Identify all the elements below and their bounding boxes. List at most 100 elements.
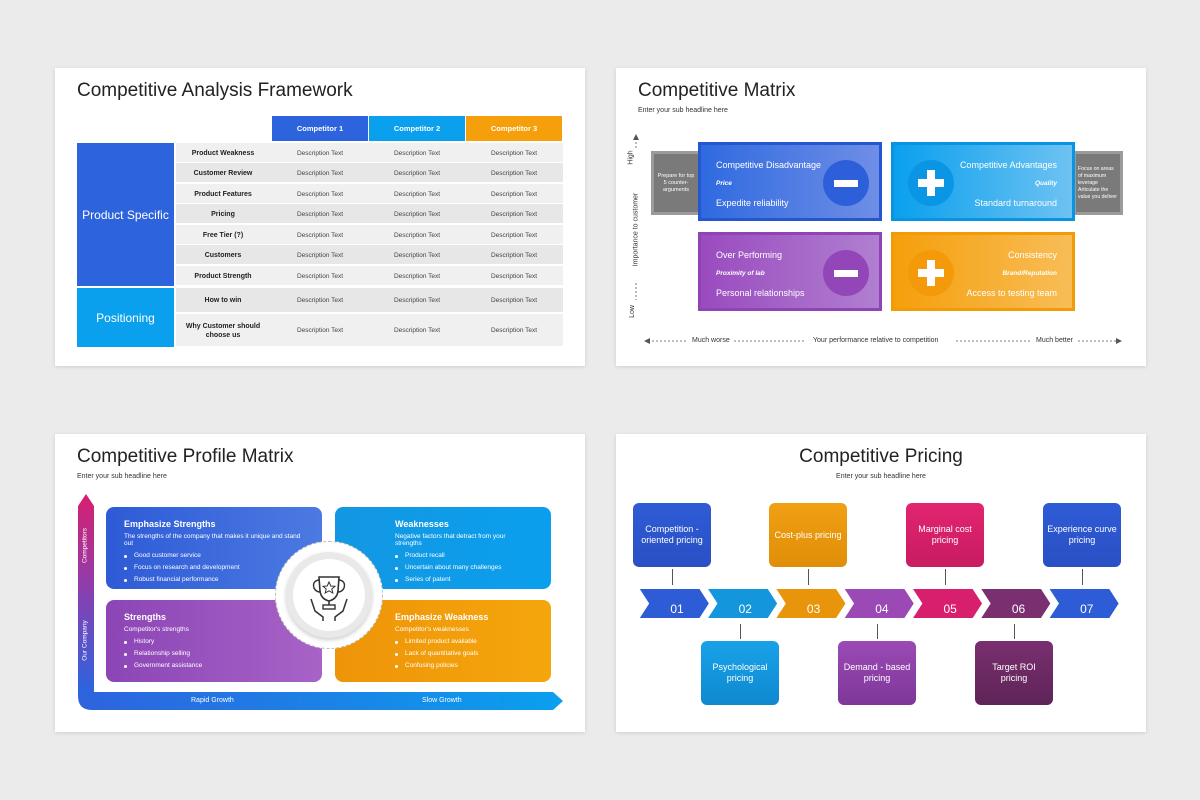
slide-title: Competitive Matrix <box>638 80 796 101</box>
slide-subtitle: Enter your sub headline here <box>77 473 167 480</box>
quadrant-title: Competitive Advantages <box>959 160 1057 170</box>
chevron-step <box>772 587 848 620</box>
row-label: Product Strength <box>194 272 252 280</box>
table-row <box>176 204 563 223</box>
step-number: 05 <box>943 602 957 616</box>
quadrant-title: Over Performing <box>716 250 783 260</box>
connector <box>945 569 946 585</box>
table-cell: Description Text <box>296 231 344 239</box>
table-cell: Description Text <box>296 327 344 334</box>
box-marginal-cost-pricing: Marginal cost pricing <box>906 503 984 567</box>
box-cost-plus-pricing: Cost-plus pricing <box>769 503 847 567</box>
quadrant-description: The strengths of the company that makes … <box>124 533 301 547</box>
table-cell: Description Text <box>393 169 441 177</box>
slide-title: Competitive Profile Matrix <box>77 446 294 467</box>
list-item: Series of patent <box>395 574 533 586</box>
quadrant-tag: Quality <box>1034 180 1057 187</box>
table-row <box>176 245 563 264</box>
chevron-step <box>977 587 1053 620</box>
quadrant-text: Personal relationships <box>716 288 805 298</box>
chevron-step <box>841 587 917 620</box>
left-note: Prepare for top 5 counter-arguments <box>651 151 701 215</box>
quadrant-competitive-advantages: Competitive Advantages Quality Standard … <box>891 142 1075 221</box>
table-cell: Description Text <box>296 210 344 218</box>
slide-competitive-analysis-framework[interactable]: Competitive Analysis Framework Competito… <box>55 68 585 366</box>
slide-competitive-profile-matrix[interactable]: Competitive Profile Matrix Enter your su… <box>55 434 585 732</box>
table-cell: Description Text <box>490 169 538 177</box>
list-item: Robust financial performance <box>124 574 304 586</box>
list-item: Uncertain about many challenges <box>395 562 533 574</box>
row-label: Pricing <box>211 210 235 218</box>
chevron-step <box>704 587 780 620</box>
list-item: Limited product available <box>395 636 533 648</box>
quadrant-consistency: Consistency Brand/Reputation Access to t… <box>891 232 1075 311</box>
list-item: Focus on research and development <box>124 562 304 574</box>
chevron-step <box>909 587 985 620</box>
group-product-specific: Product Specific <box>77 143 174 286</box>
list-item: History <box>124 636 304 648</box>
quadrant-tag: Brand/Reputation <box>1002 270 1057 277</box>
list-item: Good customer service <box>124 550 304 562</box>
quadrant-over-performing: Over Performing Proximity of lab Persona… <box>698 232 882 311</box>
table-cell: Description Text <box>393 251 441 259</box>
axis-rapid-growth: Rapid Growth <box>191 697 234 704</box>
quadrant-text: Expedite reliability <box>716 198 789 208</box>
slide-competitive-matrix[interactable]: Competitive Matrix Enter your sub headli… <box>616 68 1146 366</box>
row-label: How to win <box>204 297 242 304</box>
table-cell: Description Text <box>490 190 538 198</box>
x-axis-label: Your performance relative to competition <box>813 337 939 344</box>
table-cell: Description Text <box>393 149 441 157</box>
row-label: Product Weakness <box>191 149 255 157</box>
group-positioning: Positioning <box>77 288 174 347</box>
step-number: 01 <box>670 602 684 616</box>
matrix-axes <box>633 134 1122 344</box>
list-item: Lack of quantitative goals <box>395 648 533 660</box>
chevron-step <box>1045 587 1121 620</box>
table-row <box>176 184 563 203</box>
row-label: Free Tier (?) <box>202 231 244 239</box>
table-row <box>176 266 563 285</box>
quadrant-heading: Emphasize Strengths <box>124 519 216 529</box>
step-number: 07 <box>1080 602 1094 616</box>
quadrant-text: Access to testing team <box>966 288 1057 298</box>
list-item: Government assistance <box>124 660 304 672</box>
y-axis-high: High <box>627 150 635 165</box>
step-number: 03 <box>806 602 821 616</box>
table-row <box>176 225 563 244</box>
slide-title: Competitive Analysis Framework <box>77 80 353 101</box>
box-demand-based-pricing: Demand - based pricing <box>838 641 916 705</box>
slide-competitive-pricing[interactable]: Competitive Pricing Enter your sub headl… <box>616 434 1146 732</box>
quadrant-competitive-disadvantage: Competitive Disadvantage Price Expedite … <box>698 142 882 221</box>
process-chevrons <box>636 587 1121 620</box>
quadrant-heading: Weaknesses <box>395 519 449 529</box>
connector <box>1014 624 1015 639</box>
table-cell: Description Text <box>296 190 344 198</box>
plus-icon <box>908 250 954 296</box>
list-item: Product recall <box>395 550 533 562</box>
quadrant-tag: Price <box>716 180 732 187</box>
trophy-icon <box>293 559 365 631</box>
table-cell: Description Text <box>296 149 344 157</box>
profile-axes <box>78 494 563 710</box>
table-cell: Description Text <box>490 251 538 259</box>
row-label: Why Customer should choose us <box>185 322 261 339</box>
connector <box>740 624 741 639</box>
quadrant-description: Competitor's strengths <box>124 626 189 633</box>
x-axis-much-worse: Much worse <box>692 337 730 344</box>
quadrant-title: Competitive Disadvantage <box>716 160 822 170</box>
list-item: Relationship selling <box>124 648 304 660</box>
row-label: Customer Review <box>193 169 253 177</box>
minus-icon <box>823 250 869 296</box>
table-cell: Description Text <box>393 272 441 280</box>
table-cell: Description Text <box>296 272 344 280</box>
box-experience-curve-pricing: Experience curve pricing <box>1043 503 1121 567</box>
box-psychological-pricing: Psychological pricing <box>701 641 779 705</box>
table-cell: Description Text <box>393 297 441 304</box>
minus-icon <box>823 160 869 206</box>
connector <box>877 624 878 639</box>
axis-slow-growth: Slow Growth <box>422 697 462 704</box>
connector <box>672 569 673 585</box>
table-cell: Description Text <box>296 251 344 259</box>
plus-icon <box>908 160 954 206</box>
list-item: Confusing policies <box>395 660 533 672</box>
